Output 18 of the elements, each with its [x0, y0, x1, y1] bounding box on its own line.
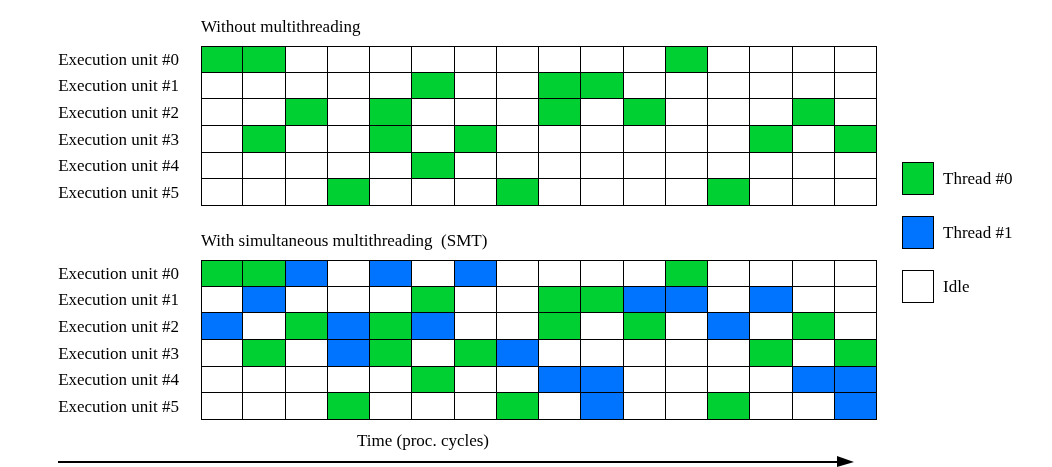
legend-label: Idle — [943, 275, 970, 298]
row-label: Execution unit #1 — [58, 76, 179, 96]
grid-title: With simultaneous multithreading (SMT) — [201, 230, 488, 253]
row-label: Execution unit #0 — [58, 49, 179, 69]
legend-label: Thread #0 — [943, 167, 1013, 190]
row-label: Execution unit #2 — [58, 102, 179, 122]
row-label: Execution unit #3 — [58, 129, 179, 149]
legend-label: Thread #1 — [943, 221, 1013, 244]
row-label: Execution unit #0 — [58, 263, 179, 283]
row-label: Execution unit #4 — [58, 370, 179, 390]
axis-label: Time (proc. cycles) — [357, 430, 490, 452]
row-label: Execution unit #3 — [58, 343, 179, 363]
row-label: Execution unit #1 — [58, 290, 179, 310]
row-label: Execution unit #5 — [58, 397, 179, 417]
row-label: Execution unit #2 — [58, 316, 179, 336]
row-label: Execution unit #5 — [58, 183, 179, 203]
grid-title: Without multithreading — [201, 16, 361, 39]
row-label: Execution unit #4 — [58, 156, 179, 176]
